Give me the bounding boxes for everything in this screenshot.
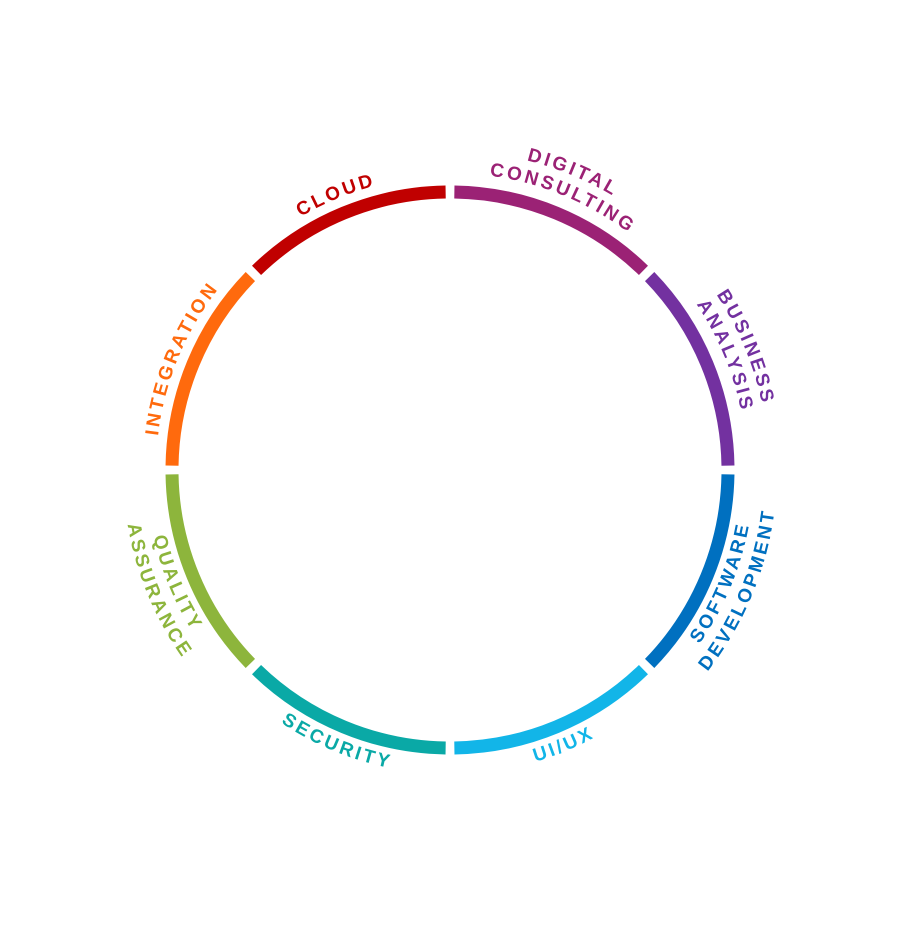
ring-segment-digital-consulting <box>454 185 648 276</box>
ring-segment-ui-ux <box>454 664 648 755</box>
ring-segment-business-analysis <box>644 272 735 466</box>
ring-segment-quality-assurance <box>165 474 256 668</box>
ring-segment-integration <box>165 272 256 466</box>
ring-segment-security <box>252 664 446 755</box>
ring-segment-software-development <box>644 474 735 668</box>
ring-segment-cloud <box>252 185 446 276</box>
